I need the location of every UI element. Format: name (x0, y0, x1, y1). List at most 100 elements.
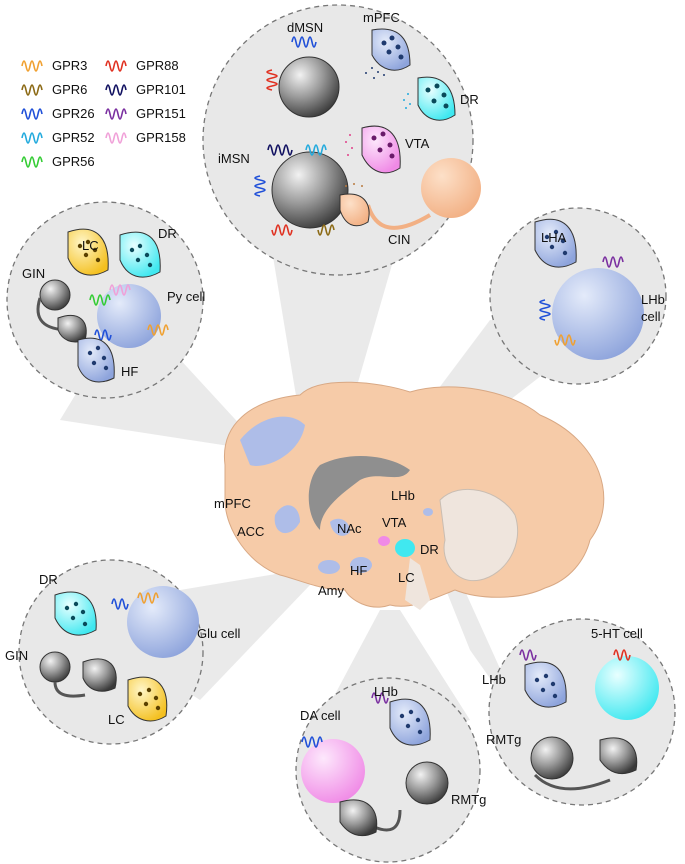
label-amy: Amy (318, 583, 345, 598)
label-cin: CIN (388, 232, 410, 247)
gpr3-receptor-icon (147, 324, 169, 336)
gin-terminal-amy (82, 658, 117, 692)
label-vta-terminal: VTA (405, 136, 430, 151)
legend-item-gpr151: GPR151 (105, 106, 186, 121)
gpr151-receptor-icon-raphe (519, 649, 537, 661)
receptor-icon (21, 132, 43, 144)
gpr151-receptor-icon-vta (371, 692, 389, 704)
lc-terminal-amy (127, 676, 168, 722)
lhb-cell (552, 268, 644, 360)
label-lc-amy: LC (108, 712, 125, 727)
label-rmtg-vta: RMTg (451, 792, 486, 807)
label-lhb-hab: LHb (641, 292, 665, 307)
rmtg-terminal-raphe (599, 737, 638, 775)
gpr101-receptor-icon (267, 144, 293, 156)
glu-cell (127, 586, 199, 658)
label-nac: NAc (337, 521, 362, 536)
label-mpfc: mPFC (214, 496, 251, 511)
receptor-icon (21, 60, 43, 72)
receptor-icon (105, 108, 127, 120)
gpr26-receptor-icon-cortex (94, 329, 112, 341)
dmsn-cell (278, 56, 340, 118)
5ht-cell (595, 656, 659, 720)
rmtg-terminal-vta (339, 799, 378, 837)
label-lhb: LHb (391, 488, 415, 503)
legend: GPR3 GPR6 GPR26 GPR52 GPR56 GPR88 GPR101… (21, 58, 186, 169)
gpr158-receptor-icon (109, 284, 131, 296)
gpr6-receptor-icon (317, 224, 335, 236)
label-vta: VTA (382, 515, 407, 530)
gpr88-receptor-icon-2 (271, 224, 293, 236)
label-lha: LHA (541, 230, 567, 245)
gpr3-receptor-icon-amy (137, 592, 159, 604)
gpr26-receptor-icon-vta (301, 736, 323, 748)
cin-axon (366, 204, 432, 230)
gpr26-receptor-icon-amy (111, 598, 129, 610)
svg-text:GPR101: GPR101 (136, 82, 186, 97)
label-lc-cortex: LC (82, 238, 99, 253)
rmtg-axon-raphe (533, 773, 611, 791)
gpr26-receptor-icon-2 (254, 175, 266, 197)
label-lhb-cell: cell (641, 309, 661, 324)
label-lc: LC (398, 570, 415, 585)
label-5ht-cell: 5-HT cell (591, 626, 643, 641)
gpr26-receptor-icon (291, 36, 317, 48)
panel-habenula: LHA LHb cell (489, 207, 667, 385)
label-imsn: iMSN (218, 151, 250, 166)
panel-striatum: dMSN mPFC DR iMSN VTA CIN (202, 4, 481, 276)
gpr151-receptor-icon (602, 256, 624, 268)
cin-terminal (339, 193, 370, 227)
hf-terminal (77, 337, 115, 383)
gpr88-receptor-icon-raphe (613, 649, 631, 661)
gin-axon-amy (53, 681, 86, 698)
label-acc: ACC (237, 524, 264, 539)
brain-labels: mPFC ACC NAc LHb VTA DR LC HF Amy (214, 488, 439, 598)
panel-raphe: LHb 5-HT cell RMTg (482, 618, 676, 806)
label-dmsn: dMSN (287, 20, 323, 35)
label-lhb-raphe: LHb (482, 672, 506, 687)
receptor-icon (105, 132, 127, 144)
svg-text:GPR3: GPR3 (52, 58, 87, 73)
receptor-icon (21, 84, 43, 96)
svg-text:GPR6: GPR6 (52, 82, 87, 97)
legend-item-gpr6: GPR6 (21, 82, 87, 97)
legend-item-gpr3: GPR3 (21, 58, 87, 73)
mpfc-terminal (371, 28, 411, 71)
label-hf-cortex: HF (121, 364, 138, 379)
rmtg-cell-vta (405, 761, 449, 805)
imsn-cell (271, 151, 349, 229)
receptor-icon (21, 156, 43, 168)
svg-text:GPR88: GPR88 (136, 58, 179, 73)
gin-cell-amy (39, 651, 71, 683)
label-py-cell: Py cell (167, 289, 205, 304)
panel-amygdala: DR Glu cell GIN LC (5, 559, 240, 745)
svg-text:GPR52: GPR52 (52, 130, 95, 145)
brain-sagittal (223, 381, 605, 610)
label-gin-cortex: GIN (22, 266, 45, 281)
gpr26-receptor-icon-hab (539, 299, 551, 321)
lc-terminal (67, 228, 109, 276)
legend-item-gpr158: GPR158 (105, 130, 186, 145)
panel-vta: DA cell LHb RMTg (295, 677, 486, 863)
label-da-cell: DA cell (300, 708, 341, 723)
lha-terminal (534, 218, 577, 268)
receptor-icon (105, 84, 127, 96)
label-gin-amy: GIN (5, 648, 28, 663)
py-cell (97, 284, 161, 348)
da-cell (301, 739, 365, 803)
gpr88-receptor-icon (266, 69, 278, 91)
label-mpfc-terminal: mPFC (363, 10, 400, 25)
panel-cortex: LC DR GIN Py cell HF (6, 201, 205, 399)
svg-text:GPR26: GPR26 (52, 106, 95, 121)
svg-text:GPR151: GPR151 (136, 106, 186, 121)
svg-text:GPR158: GPR158 (136, 130, 186, 145)
legend-item-gpr52: GPR52 (21, 130, 95, 145)
receptor-icon (21, 108, 43, 120)
label-hf: HF (350, 563, 367, 578)
svg-text:GPR56: GPR56 (52, 154, 95, 169)
legend-item-gpr101: GPR101 (105, 82, 186, 97)
rmtg-cell-raphe (530, 736, 574, 780)
label-dr-cortex: DR (158, 226, 177, 241)
